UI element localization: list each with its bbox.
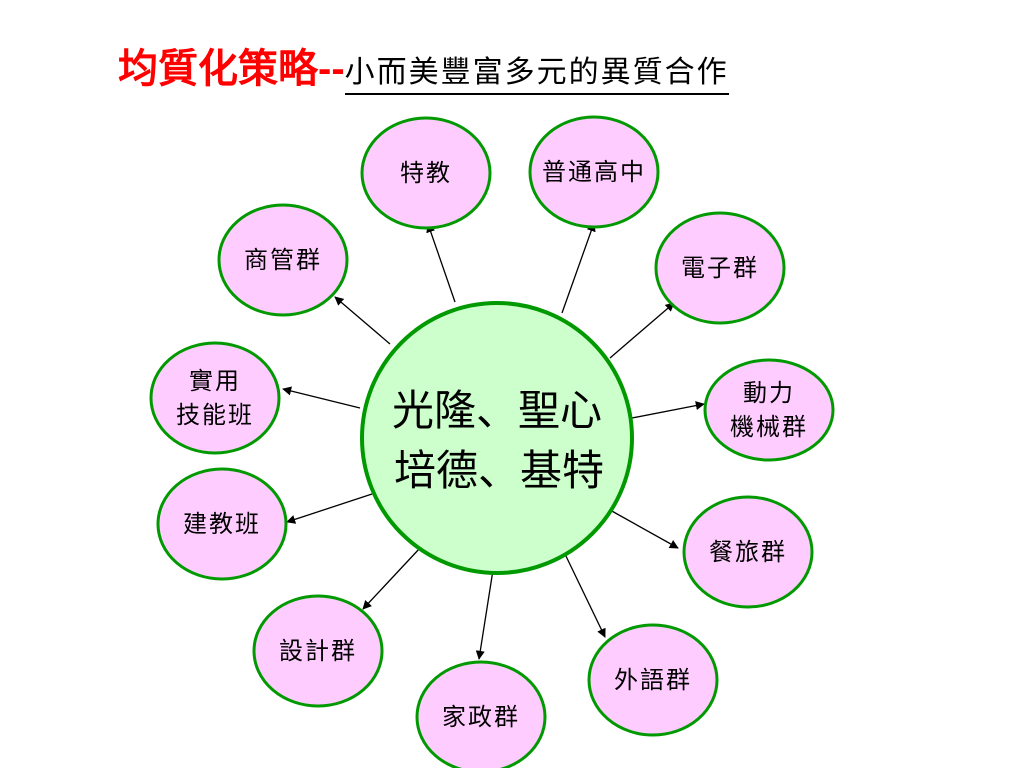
arrow-2 xyxy=(609,302,675,359)
arrow-1 xyxy=(561,222,596,314)
node-8: 建教班 xyxy=(156,467,288,581)
node-ellipse-0 xyxy=(360,116,492,230)
title-subtitle: 小而美豐富多元的異質合作 xyxy=(344,53,729,95)
node-label-4-0: 餐旅群 xyxy=(709,538,787,566)
center-node: 光隆、聖心 培德、基特 xyxy=(360,301,634,575)
node-7: 設計群 xyxy=(252,594,384,708)
node-1: 普通高中 xyxy=(528,115,660,229)
node-label-9-0: 實用 xyxy=(189,367,241,395)
node-ellipse-10 xyxy=(217,203,349,317)
node-ellipse-7 xyxy=(252,594,384,708)
arrow-8 xyxy=(286,493,373,524)
slide-title: 均質化策略 -- 小而美豐富多元的異質合作 xyxy=(118,36,729,96)
node-label-3-1: 機械群 xyxy=(730,413,808,441)
node-label-3-0: 動力 xyxy=(743,379,795,407)
center-label-line1: 光隆、聖心 xyxy=(392,386,602,435)
node-ellipse-2 xyxy=(654,211,786,325)
arrow-3 xyxy=(631,401,705,419)
arrow-10 xyxy=(334,296,391,345)
node-ellipse-6 xyxy=(415,660,547,768)
node-ellipse-9 xyxy=(149,341,281,455)
node-ellipse-5 xyxy=(587,623,719,737)
arrow-4 xyxy=(609,509,679,549)
center-circle xyxy=(360,301,634,575)
node-10: 商管群 xyxy=(217,203,349,317)
node-label-8-0: 建教班 xyxy=(183,510,261,538)
node-label-7-0: 設計群 xyxy=(279,637,357,665)
arrow-0 xyxy=(426,223,456,303)
arrow-6 xyxy=(475,569,494,660)
arrow-9 xyxy=(282,386,361,409)
node-4: 餐旅群 xyxy=(682,495,814,609)
node-label-10-0: 商管群 xyxy=(244,246,322,274)
center-label-line2: 培德、基特 xyxy=(394,446,604,495)
title-dash: -- xyxy=(318,47,345,91)
arrow-7 xyxy=(362,547,421,610)
node-label-6-0: 家政群 xyxy=(442,703,520,731)
node-label-9-1: 技能班 xyxy=(176,401,254,429)
node-2: 電子群 xyxy=(654,211,786,325)
node-ellipse-1 xyxy=(528,115,660,229)
node-5: 外語群 xyxy=(587,623,719,737)
node-ellipse-3 xyxy=(703,358,835,462)
node-ellipse-8 xyxy=(156,467,288,581)
node-label-0-0: 特教 xyxy=(400,159,452,187)
arrow-group xyxy=(282,222,705,660)
node-0: 特教 xyxy=(360,116,492,230)
node-label-1-0: 普通高中 xyxy=(542,158,646,186)
node-ellipse-4 xyxy=(682,495,814,609)
node-6: 家政群 xyxy=(415,660,547,768)
node-label-5-0: 外語群 xyxy=(614,666,692,694)
title-main: 均質化策略 xyxy=(118,45,318,92)
arrow-5 xyxy=(563,551,606,638)
node-label-2-0: 電子群 xyxy=(681,254,759,282)
